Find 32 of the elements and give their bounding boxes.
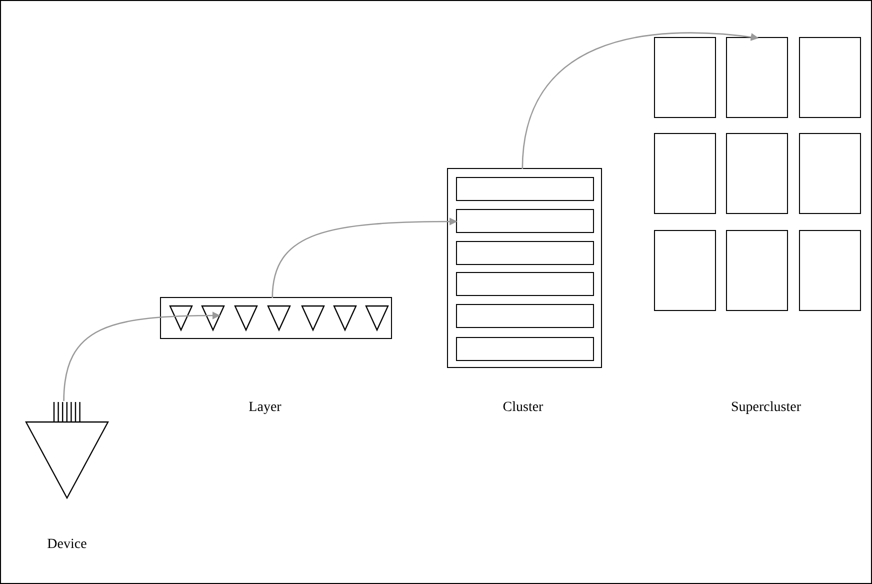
unit-box bbox=[726, 230, 788, 311]
caption-text: Device bbox=[47, 537, 87, 553]
caption-text: Supercluster bbox=[731, 400, 801, 416]
triangle-symbol bbox=[300, 304, 324, 330]
unit-box bbox=[799, 37, 861, 118]
arrow bbox=[522, 32, 759, 170]
unit-box bbox=[654, 133, 716, 214]
triangle-symbol bbox=[234, 304, 258, 330]
caption-text: Cluster bbox=[502, 400, 544, 416]
unit-box bbox=[456, 176, 594, 200]
cluster-box bbox=[447, 168, 602, 368]
unit-box bbox=[654, 37, 716, 118]
unit-box bbox=[726, 37, 788, 118]
arrow bbox=[63, 312, 220, 402]
triangle-symbol bbox=[266, 304, 290, 330]
unit-box bbox=[456, 272, 594, 296]
triangle-symbol bbox=[200, 304, 224, 330]
unit-box bbox=[456, 304, 594, 328]
unit-box bbox=[726, 133, 788, 214]
arrow bbox=[272, 218, 458, 298]
triangle-symbol bbox=[364, 304, 388, 330]
caption-text: Layer bbox=[248, 400, 282, 416]
unit-box bbox=[456, 240, 594, 264]
triangle-symbol bbox=[332, 304, 356, 330]
unit-box bbox=[799, 133, 861, 214]
unit-box bbox=[654, 230, 716, 311]
unit-box bbox=[799, 230, 861, 311]
unit-box bbox=[456, 336, 594, 360]
device-symbol bbox=[25, 400, 109, 500]
layer-box bbox=[160, 297, 392, 339]
triangle-symbol bbox=[168, 304, 192, 330]
unit-box bbox=[456, 208, 594, 232]
